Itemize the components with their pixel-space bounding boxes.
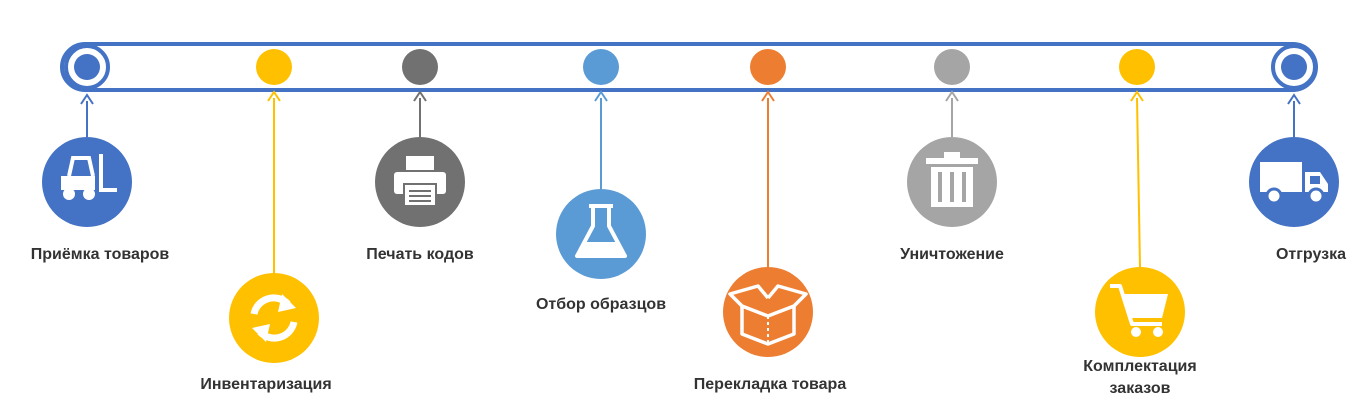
step-label-unichtozhenie: Уничтожение [900,246,1004,263]
truck-icon [1249,137,1339,227]
refresh-icon [229,273,319,363]
trash-icon [907,137,997,227]
step-label-otbor: Отбор образцов [535,296,667,313]
icon-circle-inventarizatsiya [229,273,319,363]
step-label-perekladka: Перекладка товара [693,376,847,393]
track-node-core-priemka [74,54,100,80]
step-label-komplektatsiya: Комплектация заказов [1083,358,1197,397]
cart-icon [1095,267,1185,357]
track-node-otbor [583,49,619,85]
track-node-core-otgruzka [1281,54,1307,80]
arrowhead-inventarizatsiya [267,90,281,102]
arrow-komplektatsiya [1136,97,1141,268]
track-node-komplektatsiya [1119,49,1155,85]
track-node-pechat [402,49,438,85]
arrowhead-perekladka [761,90,775,102]
arrowhead-unichtozhenie [945,90,959,102]
step-label-otgruzka: Отгрузка [1275,246,1347,263]
box-icon [723,267,813,357]
track-node-unichtozhenie [934,49,970,85]
track-node-inventarizatsiya [256,49,292,85]
step-label-priemka: Приёмка товаров [30,246,170,263]
forklift-icon [42,137,132,227]
arrowhead-priemka [80,93,94,105]
step-label-inventarizatsiya: Инвентаризация [200,376,332,393]
step-label-pechat: Печать кодов [366,246,474,263]
arrowhead-otbor [594,90,608,102]
arrowhead-otgruzka [1287,93,1301,105]
track-node-perekladka [750,49,786,85]
arrowhead-komplektatsiya [1130,90,1144,102]
icon-circle-otbor [556,189,646,279]
flask-icon [556,189,646,279]
arrowhead-pechat [413,90,427,102]
printer-icon [375,137,465,227]
